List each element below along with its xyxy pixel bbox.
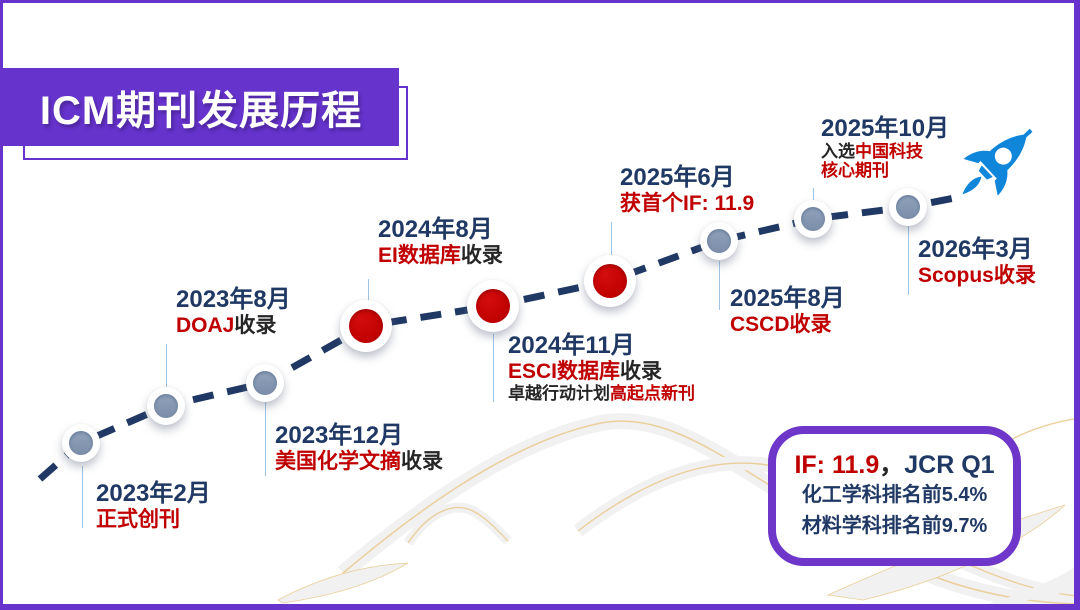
milestone-date: 2024年8月 [378,216,493,243]
timeline-dot-6 [584,255,636,307]
label-connector [813,188,814,201]
text-segment: CSCD收录 [730,313,832,336]
dot-core [154,394,178,418]
text-segment: 收录 [620,360,663,383]
milestone-desc: ESCI数据库收录 [508,359,695,384]
text-segment: 化工学科排名前5.4% [801,484,988,506]
timeline-dot-2 [147,387,185,425]
text-segment: 获首个IF: 11.9 [620,192,755,215]
text-segment: 正式创刊 [96,508,180,531]
text-segment: 收录 [460,244,503,267]
milestone-desc: Scopus收录 [918,263,1036,288]
label-connector [265,402,266,476]
text-segment: JCR Q1 [904,451,995,479]
dot-core [349,309,383,343]
milestone-date: 2025年6月 [620,164,735,191]
dot-core [801,207,825,231]
dot-core [253,371,277,395]
dot-core [593,264,627,298]
stats-line-if: IF: 11.9，JCR Q1 [776,450,1013,480]
timeline-dot-5 [467,280,519,332]
text-segment: 美国化学文摘 [275,450,401,473]
dot-core [69,431,93,455]
milestone-label-1: 2023年2月正式创刊 [96,480,211,532]
milestone-date: 2023年8月 [176,286,291,313]
dot-core [707,229,731,253]
label-connector [908,226,909,295]
title-banner: ICM期刊发展历程 [3,68,399,146]
milestone-desc: 正式创刊 [96,507,211,532]
label-connector [368,279,369,302]
text-segment: IF: 11.9 [794,451,880,479]
milestone-label-8: 2025年10月入选中国科技核心期刊 [821,115,949,180]
timeline-dot-1 [62,424,100,462]
page-title: ICM期刊发展历程 [39,89,363,133]
milestone-label-3: 2023年12月美国化学文摘收录 [275,422,443,474]
text-segment: 收录 [234,314,277,337]
milestone-desc: CSCD收录 [730,312,845,337]
label-connector [493,334,494,402]
milestone-desc: EI数据库收录 [378,243,503,268]
milestone-desc: 核心期刊 [821,161,949,180]
milestone-date: 2026年3月 [918,236,1033,263]
milestone-date: 2025年10月 [821,115,950,142]
stats-line-materials-rank: 材料学科排名前9.7% [776,511,1013,542]
label-connector [166,344,167,388]
milestone-date: 2023年2月 [96,480,211,507]
timeline-dot-8 [794,200,832,238]
milestone-desc: 获首个IF: 11.9 [620,191,754,216]
label-connector [719,261,720,310]
milestone-date: 2024年11月 [508,332,635,359]
text-segment: ESCI数据库 [508,360,621,383]
milestone-desc: DOAJ收录 [176,313,291,338]
milestone-date: 2025年8月 [730,285,845,312]
timeline-dot-9 [889,188,927,226]
milestone-desc: 卓越行动计划高起点新刊 [508,384,695,403]
text-segment: 入选 [821,142,855,161]
text-segment: 高起点新刊 [610,384,695,403]
label-connector [611,222,612,255]
milestone-date: 2023年12月 [275,422,404,449]
milestone-desc: 美国化学文摘收录 [275,449,443,474]
text-segment: DOAJ [176,314,235,337]
text-segment: 材料学科排名前9.7% [801,515,988,537]
text-segment: ， [879,451,905,479]
if-stats-card: IF: 11.9，JCR Q1 化工学科排名前5.4% 材料学科排名前9.7% [768,426,1021,566]
text-segment: 中国科技 [855,142,923,161]
rocket-icon [962,128,1033,196]
dot-core [476,289,510,323]
text-segment: EI数据库 [378,244,461,267]
timeline-dot-7 [700,222,738,260]
text-segment: 核心期刊 [821,161,889,180]
timeline-dot-3 [246,364,284,402]
timeline-dot-4 [340,300,392,352]
dot-core [896,195,920,219]
label-connector [82,466,83,528]
text-segment: Scopus收录 [918,264,1036,287]
milestone-desc: 入选中国科技 [821,142,949,161]
stats-line-chemistry-rank: 化工学科排名前5.4% [776,480,1013,511]
text-segment: 卓越行动计划 [508,384,610,403]
text-segment: 收录 [401,450,443,473]
milestone-label-6: 2025年6月获首个IF: 11.9 [620,164,754,216]
